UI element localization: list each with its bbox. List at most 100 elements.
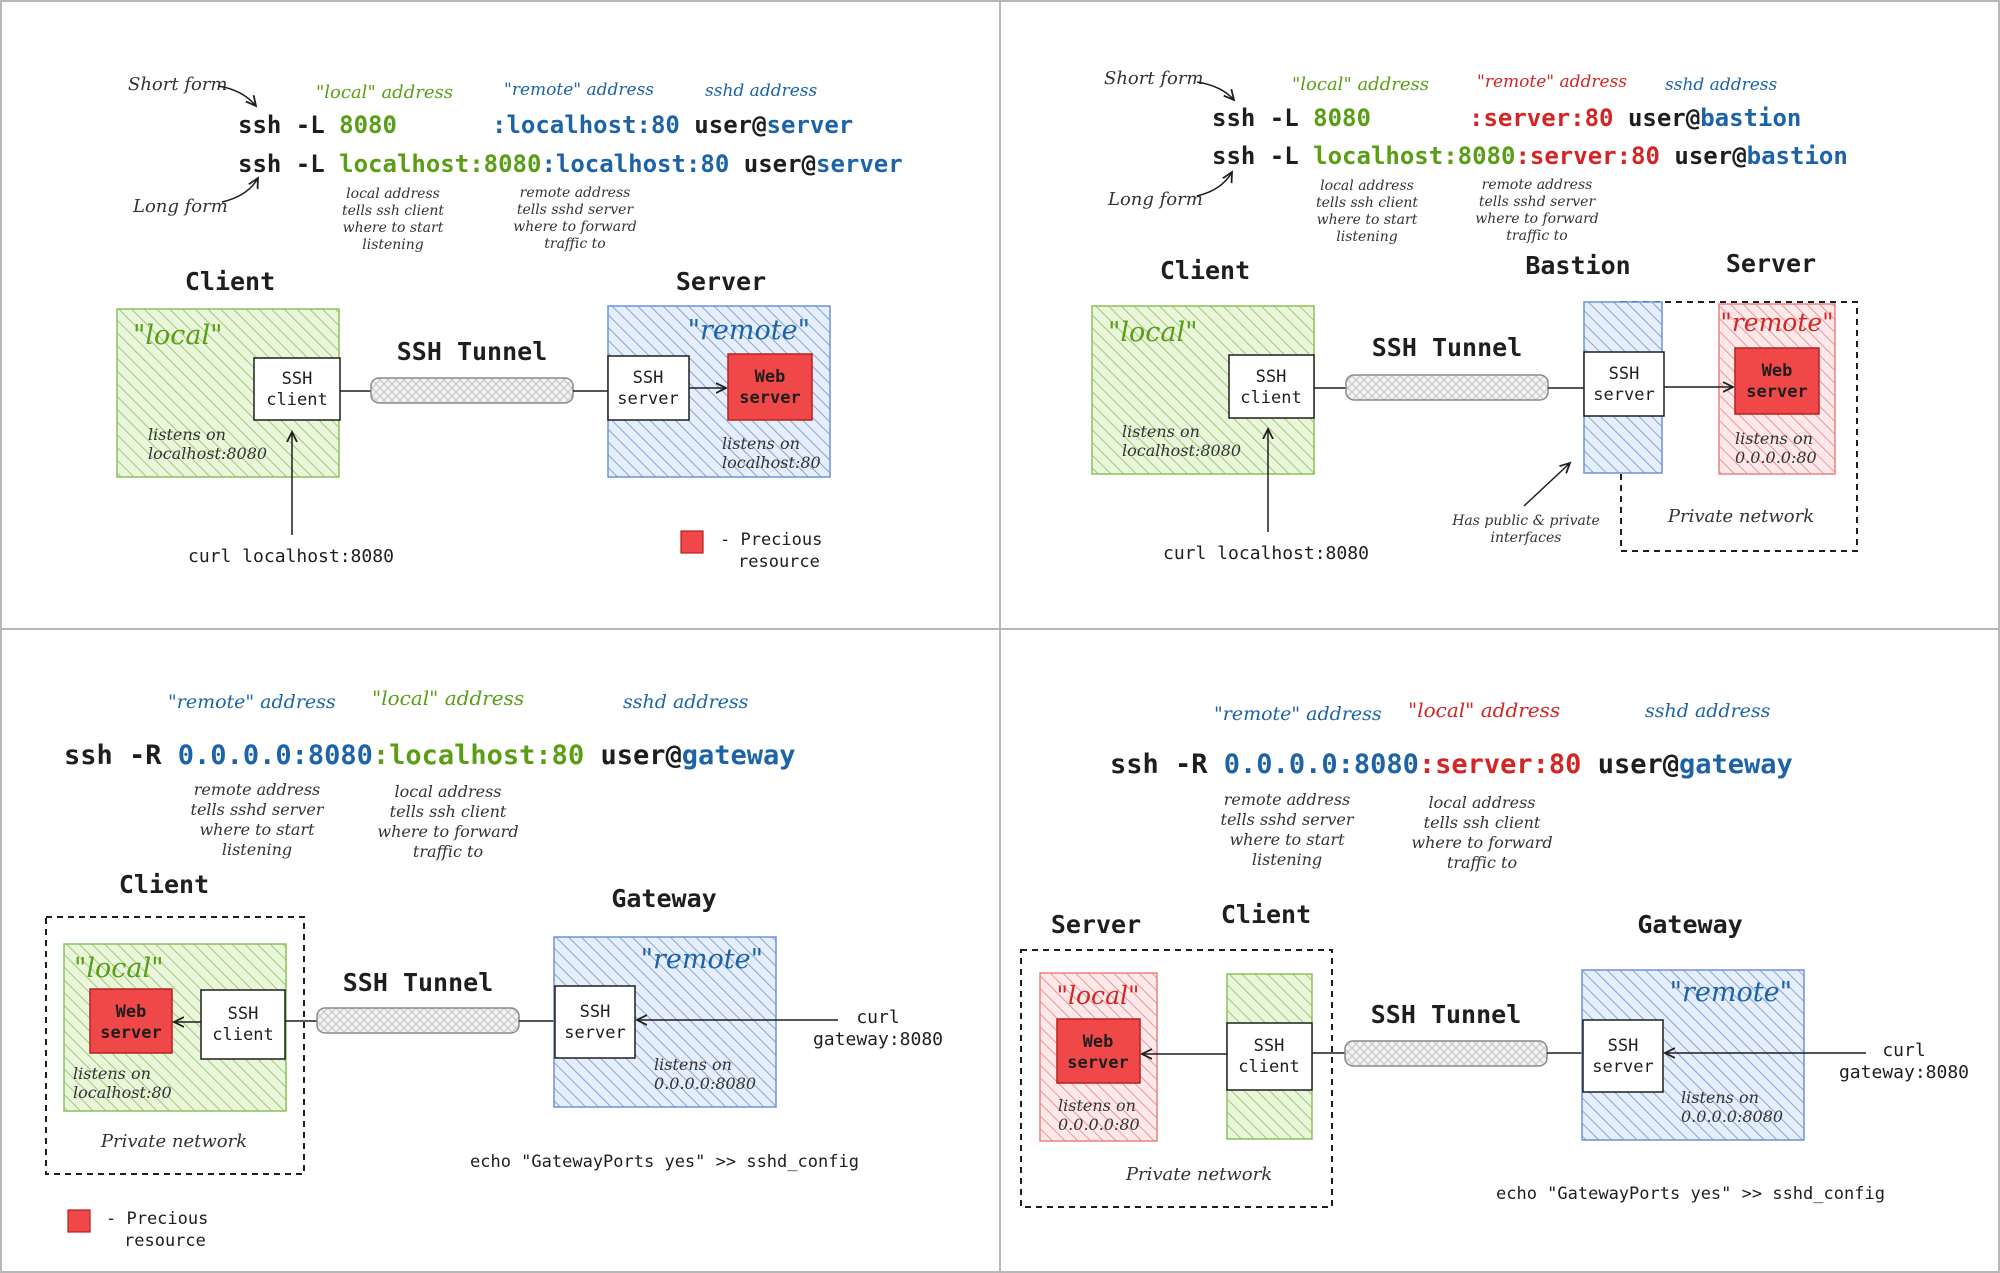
private-network-label: Private network xyxy=(1125,1164,1272,1185)
short-form-arrow xyxy=(217,85,256,106)
ssh-tunnel xyxy=(370,377,574,404)
web-server-box xyxy=(1056,1018,1141,1084)
ssh-server-box xyxy=(607,355,690,421)
bastion-title: Bastion xyxy=(1525,251,1630,280)
cmd-local-address: 8080 xyxy=(339,111,397,139)
command-long-form: ssh -L localhost:8080:localhost:80 user@… xyxy=(238,150,903,178)
remote-address-header: "remote" address xyxy=(1477,72,1627,92)
panel-local-forwarding: Short form Long form "local" address "re… xyxy=(116,74,903,572)
sshd-address-header: sshd address xyxy=(1665,75,1777,95)
cmd-sshd-host: server xyxy=(816,150,903,178)
local-tag: "local" xyxy=(133,320,223,351)
private-network-label: Private network xyxy=(100,1131,247,1152)
panel-remote-forwarding-to-server: "remote" address "local" address sshd ad… xyxy=(1020,698,1969,1208)
panel-local-forwarding-via-bastion: Short form Long form "local" address "re… xyxy=(1091,68,1858,564)
local-address-header: "local" address xyxy=(1408,698,1560,722)
cmd-user: user@ xyxy=(1581,749,1679,780)
command-remote: ssh -R 0.0.0.0:8080:server:80 user@gatew… xyxy=(1110,749,1793,780)
cmd-user: user@ xyxy=(1614,104,1701,132)
web-server-box xyxy=(1734,347,1820,415)
local-tag: "local" xyxy=(74,953,164,984)
client-title: Client xyxy=(1160,256,1250,285)
short-form-label: Short form xyxy=(1104,68,1204,89)
cmd-sshd-host: gateway xyxy=(1679,749,1793,780)
ssh-tunnel-label: SSH Tunnel xyxy=(1372,333,1523,362)
ssh-client-box xyxy=(1228,354,1315,419)
ssh-tunnel-label: SSH Tunnel xyxy=(397,337,548,366)
long-form-label: Long form xyxy=(132,196,228,217)
cmd-sshd-host: bastion xyxy=(1747,142,1848,170)
ssh-tunnel xyxy=(1344,1040,1548,1067)
cmd-local-address: :localhost:80 xyxy=(373,740,584,771)
panel-remote-forwarding: "remote" address "local" address sshd ad… xyxy=(45,686,943,1251)
cmd-remote-address: :server:80 xyxy=(1515,142,1660,170)
cmd-remote-address: 0.0.0.0:8080 xyxy=(178,740,373,771)
private-network-boundary xyxy=(1020,949,1333,1208)
ssh-tunnel-label: SSH Tunnel xyxy=(1371,1000,1522,1029)
legend-swatch xyxy=(67,1209,91,1233)
client-title: Client xyxy=(1221,900,1311,929)
cmd-local-address: localhost:8080 xyxy=(1313,142,1515,170)
curl-command: curl localhost:8080 xyxy=(1163,543,1369,564)
web-server-box xyxy=(89,988,173,1054)
web-server-box xyxy=(727,353,813,421)
remote-tag: "remote" xyxy=(641,944,763,975)
long-form-label: Long form xyxy=(1107,189,1203,210)
gateway-title: Gateway xyxy=(1637,910,1742,939)
remote-tag: "remote" xyxy=(1720,308,1833,337)
bastion-note-arrow xyxy=(1523,463,1570,507)
command-long-form: ssh -L localhost:8080:server:80 user@bas… xyxy=(1212,142,1848,170)
cmd-prefix: ssh -R xyxy=(1110,749,1224,780)
cmd-sshd-host: server xyxy=(767,111,854,139)
cmd-sshd-host: gateway xyxy=(682,740,796,771)
curl-command: curl localhost:8080 xyxy=(188,546,394,567)
local-tag: "local" xyxy=(1057,981,1140,1010)
long-form-arrow xyxy=(1196,172,1232,197)
cmd-local-address: localhost:8080 xyxy=(339,150,541,178)
ssh-tunnel xyxy=(1345,374,1549,401)
short-form-label: Short form xyxy=(128,74,228,95)
local-address-header: "local" address xyxy=(1292,74,1429,95)
legend-swatch xyxy=(680,530,704,554)
remote-tag: "remote" xyxy=(688,315,810,346)
cmd-prefix: ssh -L xyxy=(238,150,339,178)
cmd-prefix: ssh -L xyxy=(1212,142,1313,170)
cmd-prefix: ssh -L xyxy=(1212,104,1313,132)
command-short-form: ssh -L 8080:server:80 user@bastion xyxy=(1212,104,1801,132)
cmd-prefix: ssh -R xyxy=(64,740,178,771)
long-form-arrow xyxy=(221,178,258,203)
ssh-tunnel-label: SSH Tunnel xyxy=(343,968,494,997)
cmd-local-address: :server:80 xyxy=(1419,749,1582,780)
ssh-server-box xyxy=(554,985,636,1059)
server-title: Server xyxy=(676,267,766,296)
local-address-header: "local" address xyxy=(372,686,524,710)
remote-address-header: "remote" address xyxy=(504,80,654,100)
